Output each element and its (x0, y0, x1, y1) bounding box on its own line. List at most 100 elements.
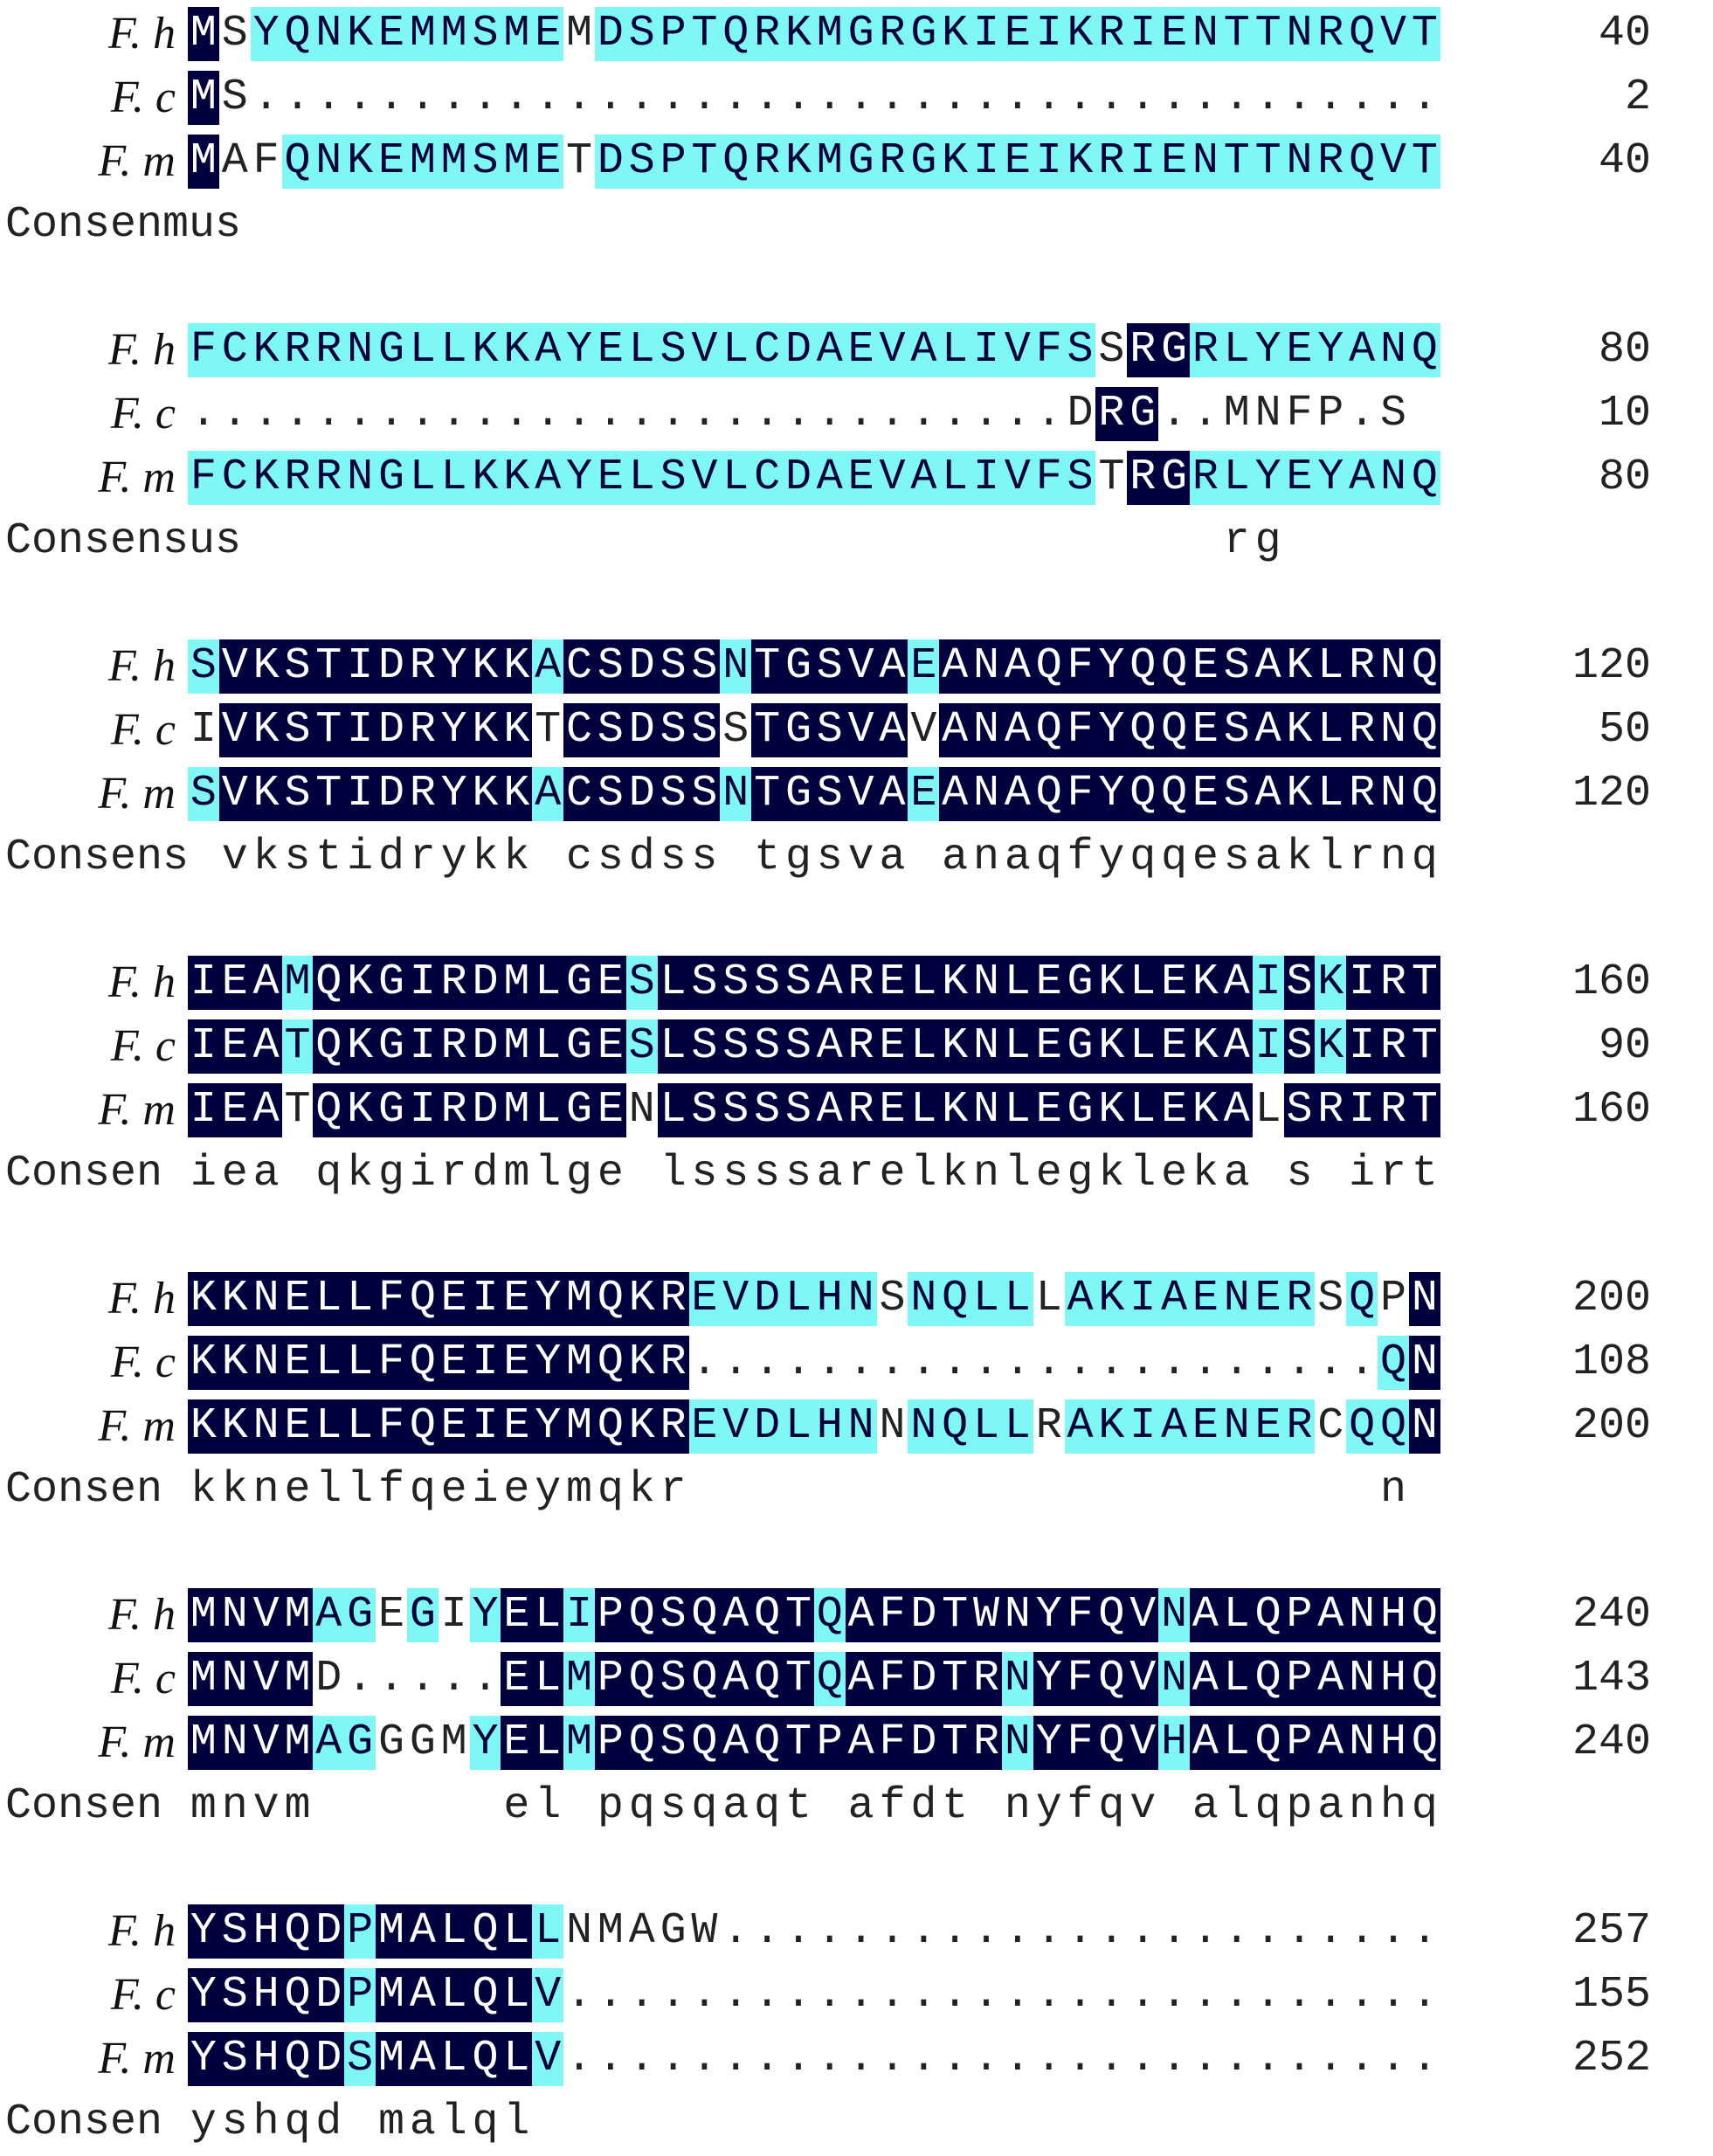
residue: . (1161, 1970, 1188, 2020)
consensus-residue: n (1379, 833, 1406, 882)
residue: S (783, 956, 814, 1010)
residue: . (566, 1970, 593, 2020)
consensus-label: Consen (5, 1149, 163, 1199)
consensus-residue (313, 1779, 344, 1834)
residue: E (1190, 703, 1221, 757)
consensus-residue: v (252, 1781, 280, 1831)
consensus-residue (1315, 1463, 1346, 1517)
residue: L (970, 1399, 1002, 1454)
residue: K (218, 1272, 251, 1326)
residue: S (594, 703, 626, 757)
consensus-residue (814, 1463, 846, 1517)
residue: Y (188, 1904, 219, 1959)
consensus-residue: r (1379, 1149, 1406, 1199)
residue: . (1098, 1970, 1125, 2020)
residue: . (1223, 73, 1250, 122)
residue: N (1346, 1588, 1378, 1642)
residue: . (691, 1970, 718, 2020)
residue: C (751, 451, 784, 505)
residue: S (1379, 389, 1406, 439)
consensus-residue: k (1098, 1149, 1125, 1199)
residue: Q (1095, 1652, 1128, 1706)
residue: . (566, 2034, 593, 2083)
species-label: F. c (110, 1337, 176, 1387)
residue: K (344, 1019, 376, 1074)
residue: L (313, 1272, 345, 1326)
residue: E (218, 1019, 251, 1074)
residue: D (625, 703, 658, 757)
residue: L (1035, 1274, 1062, 1323)
residue: Q (1158, 639, 1190, 694)
residue: I (1033, 135, 1065, 189)
residue: . (315, 73, 342, 122)
consensus-residue: s (1223, 833, 1250, 882)
residue: L (1220, 1588, 1253, 1642)
residue: N (1001, 1588, 1033, 1642)
residue: I (1346, 956, 1378, 1010)
consensus-residue (1502, 515, 1534, 569)
residue: N (218, 1588, 251, 1642)
residue: . (1411, 1970, 1438, 2020)
consensus-residue (1315, 515, 1346, 569)
residue: K (501, 451, 533, 505)
residue: V (1001, 451, 1033, 505)
consensus-residue (877, 515, 908, 569)
residue: K (625, 1336, 658, 1390)
residue: L (406, 451, 439, 505)
consensus-residue: q (472, 2097, 499, 2147)
consensus-residue: v (1129, 1781, 1157, 1831)
consensus-residue: s (597, 833, 624, 882)
residue: L (501, 2032, 533, 2086)
residue: K (783, 135, 814, 189)
residue: M (376, 1968, 407, 2022)
residue: S (1317, 1274, 1344, 1323)
residue: C (218, 323, 251, 377)
residue: . (754, 2034, 781, 2083)
residue: R (845, 1019, 877, 1074)
consensus-residue: a (1317, 1781, 1344, 1831)
residue: V (876, 323, 908, 377)
residue: G (845, 135, 877, 189)
residue: K (501, 767, 533, 821)
residue: Q (751, 1588, 784, 1642)
residue: K (344, 1083, 376, 1137)
residue: A (908, 323, 940, 377)
residue: . (784, 1337, 812, 1387)
consensus-residue (407, 1779, 439, 1834)
residue: . (1254, 1906, 1281, 1956)
residue: . (409, 1654, 436, 1703)
residue: Q (594, 1336, 626, 1390)
residue: . (910, 1970, 937, 2020)
residue: R (1346, 703, 1378, 757)
consensus-residue: i (347, 833, 374, 882)
residue: G (1158, 451, 1190, 505)
residue: D (313, 2032, 345, 2086)
consensus-residue (658, 515, 689, 569)
residue: R (1378, 956, 1409, 1010)
residue: D (313, 1968, 345, 2022)
residue: A (1315, 1588, 1347, 1642)
residue: K (188, 1336, 219, 1390)
residue: Q (720, 135, 752, 189)
residue: A (876, 703, 908, 757)
residue: I (1033, 7, 1065, 61)
residue: S (469, 135, 501, 189)
residue: G (376, 323, 407, 377)
residue: T (1408, 956, 1440, 1010)
residue: T (313, 703, 345, 757)
residue: Q (1346, 7, 1378, 61)
consensus-residue (1095, 1463, 1127, 1517)
residue: R (406, 639, 439, 694)
residue: . (942, 1970, 969, 2020)
consensus-residue: g (784, 833, 812, 882)
residue: K (939, 1019, 971, 1074)
